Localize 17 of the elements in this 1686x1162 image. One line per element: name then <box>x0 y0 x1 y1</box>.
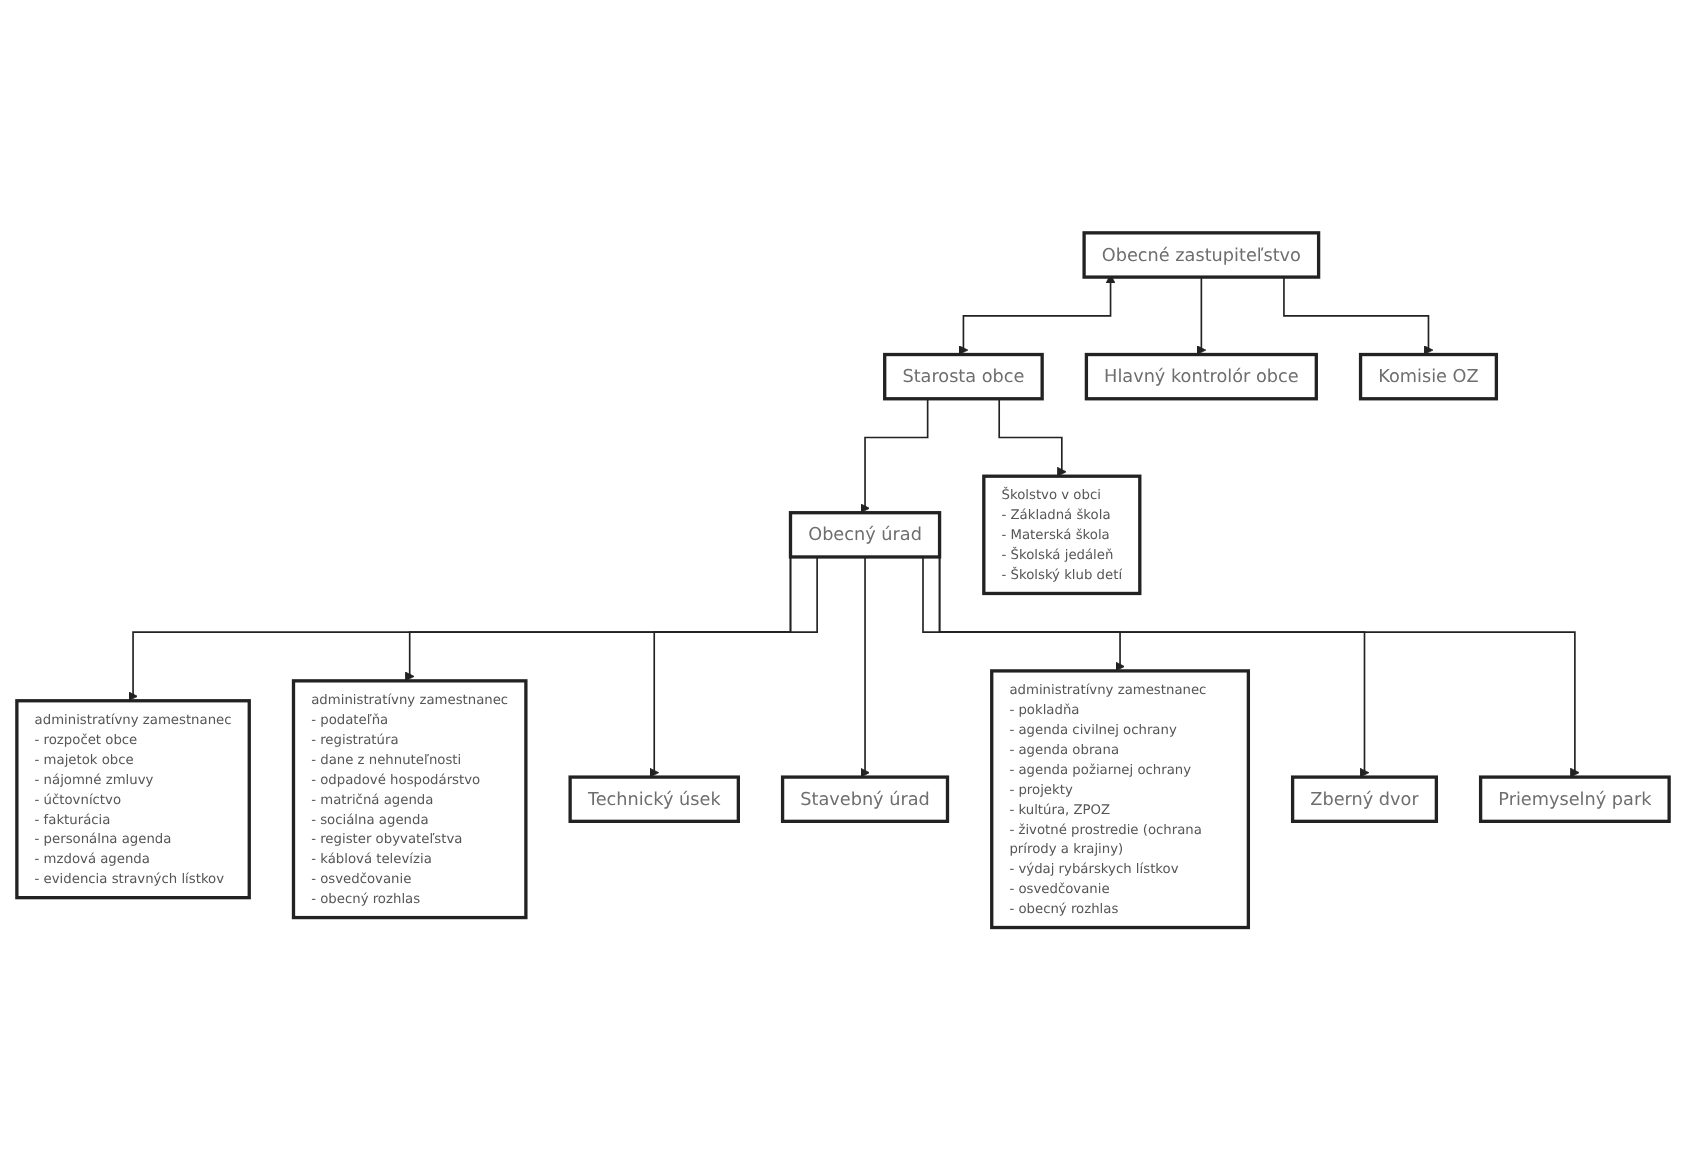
arrow <box>998 398 1067 478</box>
arrow <box>958 274 1116 356</box>
node-box: Starosta obce <box>883 353 1044 402</box>
node-box: Obecný úrad <box>788 511 942 560</box>
node-box: Hlavný kontrolór obce <box>1084 353 1318 402</box>
node-box: Komisie OZ <box>1358 353 1499 402</box>
node-box: Zberný dvor <box>1290 776 1439 824</box>
arrow <box>922 556 1125 673</box>
node-box: Obecné zastupiteľstvo <box>1082 232 1321 280</box>
node-box: Technický úsek <box>568 776 740 824</box>
arrow <box>1283 277 1434 356</box>
arrow <box>860 398 929 514</box>
node-box: Priemyselný park <box>1478 776 1671 824</box>
node-box: Stavebný úrad <box>780 776 950 824</box>
arrow <box>860 556 870 779</box>
arrow <box>649 556 818 779</box>
arrow <box>1196 277 1207 356</box>
